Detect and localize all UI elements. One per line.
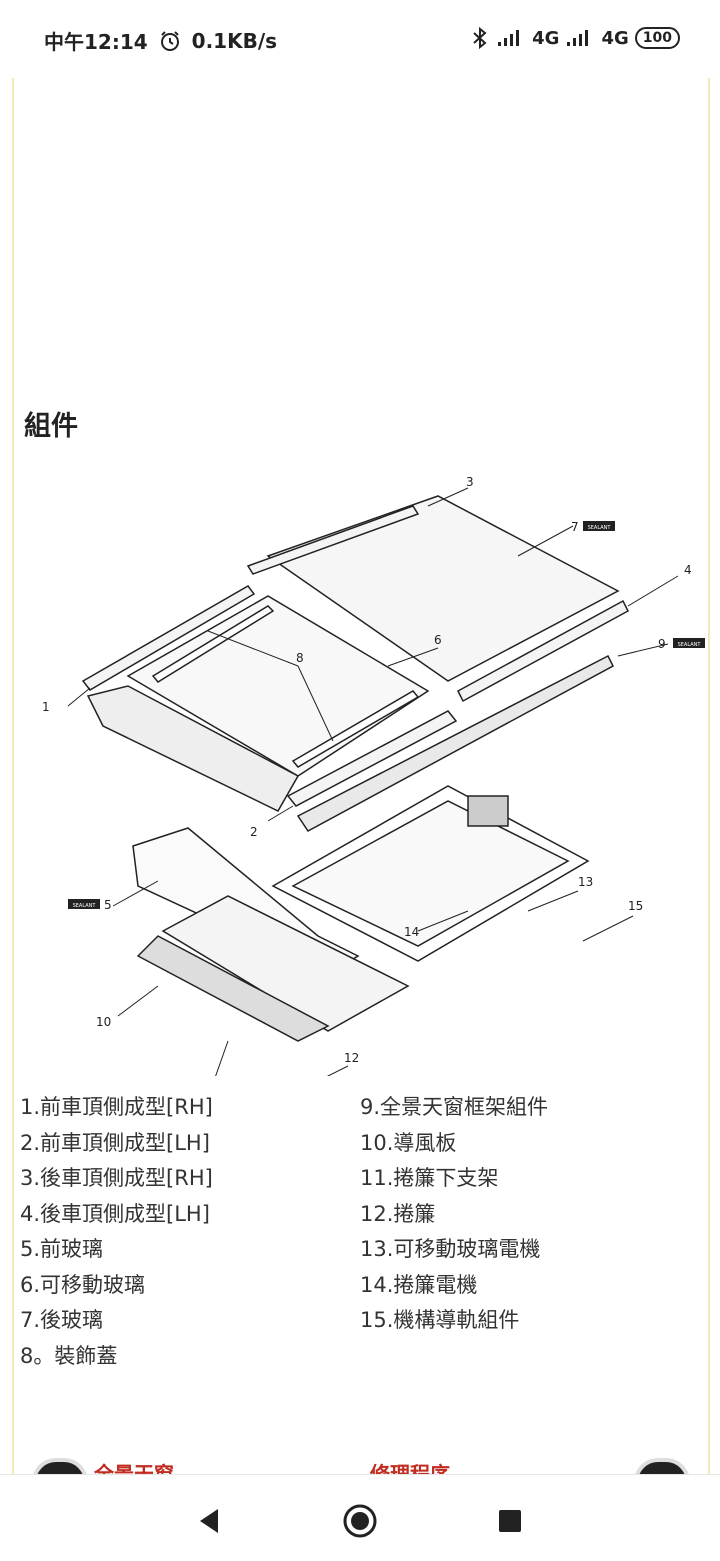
- callout-3: 3: [466, 475, 474, 489]
- signal-bars-icon-2: [567, 30, 589, 46]
- callout-14: 14: [404, 925, 419, 939]
- callout-12: 12: [344, 1051, 359, 1065]
- part-item: 8。裝飾蓋: [20, 1343, 118, 1368]
- callout-8: 8: [296, 651, 304, 665]
- part-item: 2.前車頂側成型[LH]: [20, 1130, 210, 1155]
- recents-square-icon[interactable]: [490, 1501, 530, 1541]
- part-item: 10.導風板: [360, 1130, 457, 1155]
- section-title: 組件: [24, 411, 78, 442]
- system-nav-bar: [0, 1474, 720, 1561]
- callout-9: 9: [658, 637, 666, 651]
- sealant-label-9: SEALANT: [678, 642, 702, 648]
- callout-13: 13: [578, 875, 593, 889]
- status-left: 中午12:14 0.1KB/s: [44, 26, 277, 55]
- part-item: 15.機構導軌組件: [360, 1308, 520, 1332]
- callout-5: 5: [104, 898, 112, 912]
- status-right: 4G 4G 100: [470, 26, 680, 50]
- signal-type-2: 4G: [601, 27, 629, 49]
- part-item: 13.可移動玻璃電機: [360, 1237, 541, 1261]
- prev-section-link[interactable]: 全景天窗: [94, 1462, 174, 1474]
- callout-15: 15: [628, 899, 643, 913]
- bluetooth-icon: [473, 26, 487, 50]
- status-bar: 中午12:14 0.1KB/s 4G 4G 100: [0, 0, 720, 78]
- footer-links: 全景天窗 修理程序: [14, 1452, 708, 1474]
- part-item: 11.捲簾下支架: [360, 1166, 499, 1190]
- parts-list-left: 1.前車頂側成型[RH] 2.前車頂側成型[LH] 3.後車頂側成型[RH] 4…: [20, 1090, 213, 1374]
- part-item: 12.捲簾: [360, 1201, 436, 1226]
- part-item: 6.可移動玻璃: [20, 1272, 146, 1297]
- part-item: 9.全景天窗框架組件: [360, 1095, 549, 1119]
- sealant-tube-5: SEALANT: [68, 899, 100, 909]
- signal-type-1: 4G: [532, 27, 560, 49]
- part-item: 7.後玻璃: [20, 1308, 104, 1332]
- next-page-icon[interactable]: [634, 1458, 690, 1474]
- callout-1: 1: [42, 700, 50, 714]
- sealant-label-5: SEALANT: [73, 903, 97, 909]
- signal-bars-icon-1: [498, 30, 520, 46]
- battery-indicator: 100: [634, 27, 680, 49]
- part-item: 14.捲簾電機: [360, 1272, 478, 1297]
- sealant-tube-9: SEALANT: [673, 638, 705, 648]
- back-triangle-icon[interactable]: [190, 1501, 230, 1541]
- sealant-tube-7: SEALANT: [583, 521, 615, 531]
- status-net-speed: 0.1KB/s: [191, 28, 278, 53]
- home-circle-icon[interactable]: [340, 1501, 380, 1541]
- next-section-link[interactable]: 修理程序: [370, 1462, 450, 1474]
- parts-list-right: 9.全景天窗框架組件 10.導風板 11.捲簾下支架 12.捲簾 13.可移動玻…: [360, 1090, 548, 1339]
- alarm-icon: [160, 30, 179, 51]
- part-item: 4.後車頂側成型[LH]: [20, 1201, 210, 1226]
- callout-10: 10: [96, 1015, 111, 1029]
- part-item: 3.後車頂側成型[RH]: [20, 1166, 213, 1190]
- part-item: 1.前車頂側成型[RH]: [20, 1095, 213, 1119]
- callout-7: 7: [571, 520, 579, 534]
- sunroof-exploded-diagram: SEALANT SEALANT SEALANT 1 2 3 4 5 6 7 8 …: [42, 475, 705, 1076]
- status-time: 中午12:14: [44, 30, 148, 54]
- part-item: 5.前玻璃: [20, 1237, 104, 1261]
- callout-2: 2: [250, 825, 258, 839]
- page-content[interactable]: 組件: [12, 78, 710, 1474]
- prev-page-icon[interactable]: [32, 1458, 88, 1474]
- sealant-label-7: SEALANT: [588, 525, 612, 531]
- callout-6: 6: [434, 633, 442, 647]
- callout-4: 4: [684, 563, 692, 577]
